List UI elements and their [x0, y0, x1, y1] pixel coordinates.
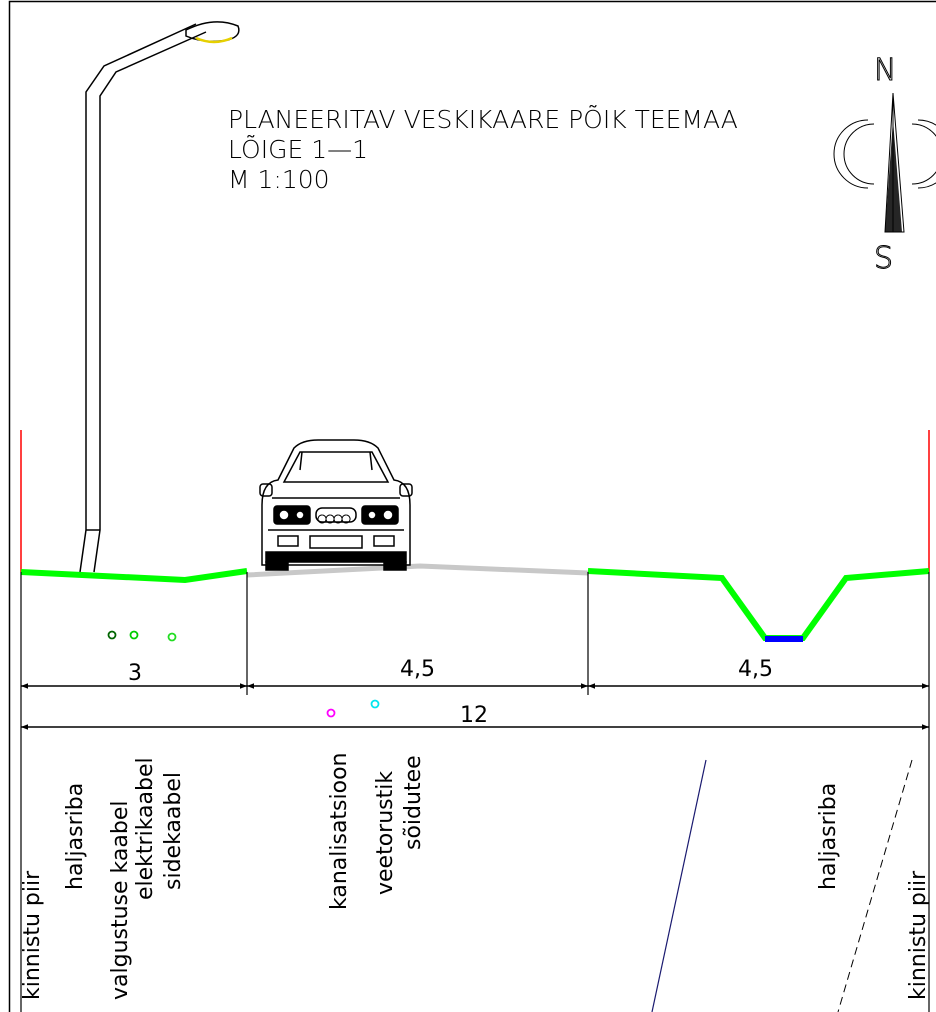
lighting-cable-marker: [107, 630, 117, 640]
communication-cable-marker: [167, 632, 177, 642]
dim-left-strip: 3: [128, 661, 142, 686]
label-left-green-strip: haljasriba: [63, 783, 88, 890]
label-lighting-cable: valgustuse kaabel: [108, 801, 133, 1000]
label-right-green-strip: haljasriba: [816, 783, 841, 890]
plan-line-dashed: [837, 759, 913, 1012]
title-line-2: LÕIGE 1—1: [228, 135, 368, 164]
element-labels: kinnistu piir haljasriba valgustuse kaab…: [20, 753, 931, 1001]
label-communication-cable: sidekaabel: [161, 772, 186, 890]
south-label: S: [874, 241, 893, 276]
lamp-light-icon: [195, 36, 233, 44]
dim-carriageway: 4,5: [400, 657, 435, 682]
sewerage-marker: [326, 708, 336, 718]
dim-right-strip: 4,5: [738, 657, 773, 682]
utility-markers: [107, 630, 380, 718]
title-line-1: PLANEERITAV VESKIKAARE PÕIK TEEMAA: [228, 105, 738, 134]
plan-line-solid: [651, 759, 707, 1012]
left-green-strip: [20, 568, 248, 584]
drawing-frame: [8, 0, 936, 1012]
street-lamp: [79, 21, 240, 573]
road-surface: [246, 563, 589, 578]
label-right-boundary: kinnistu piir: [906, 870, 931, 1000]
north-arrow: N S: [833, 53, 936, 277]
dimension-lines: [21, 683, 929, 730]
drawing-title: PLANEERITAV VESKIKAARE PÕIK TEEMAA LÕIGE…: [228, 105, 738, 194]
north-label: N: [874, 53, 896, 88]
dim-total: 12: [460, 703, 488, 728]
label-carriageway: sõidutee: [401, 755, 426, 850]
title-line-3: M 1:100: [228, 165, 330, 194]
electric-cable-marker: [129, 630, 139, 640]
right-green-strip: [587, 568, 930, 641]
label-sewerage: kanalisatsioon: [327, 753, 352, 911]
label-water-pipe: veetorustik: [373, 771, 398, 895]
label-left-boundary: kinnistu piir: [20, 870, 45, 1000]
water-pipe-marker: [370, 699, 380, 709]
label-electric-cable: elektrikaabel: [133, 757, 158, 900]
car-icon: [259, 439, 413, 571]
